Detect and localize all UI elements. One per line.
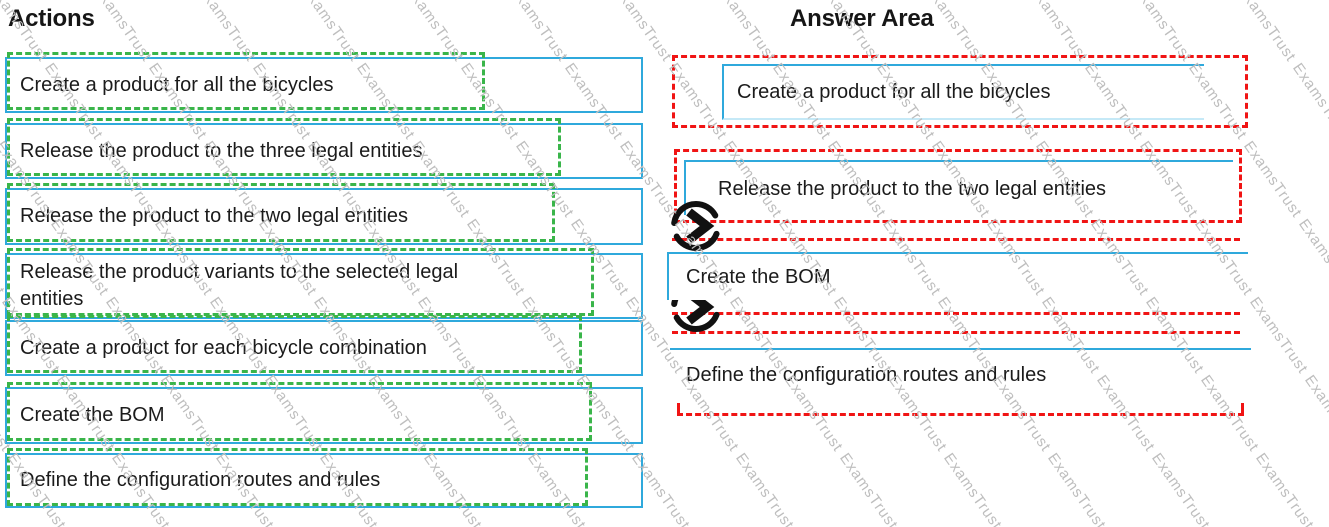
answer-area-title: Answer Area <box>790 5 934 32</box>
action-item[interactable]: Define the configuration routes and rule… <box>5 453 643 508</box>
red-highlight-box <box>674 149 1242 223</box>
watermark-text: ExamsTrust <box>1044 450 1110 527</box>
answer-slot-label: Create the BOM <box>686 266 831 288</box>
cyan-divider-line <box>670 348 1251 350</box>
green-highlight-box <box>7 315 582 373</box>
red-dashed-line <box>672 238 1240 241</box>
green-highlight-box <box>7 382 592 441</box>
green-highlight-box <box>7 248 594 316</box>
answer-slot[interactable]: Create a product for all the bicycles <box>722 64 1204 120</box>
watermark-text: ExamsTrust <box>506 0 572 66</box>
watermark-text: ExamsTrust <box>1301 372 1329 456</box>
answer-slot-label: Create a product for all the bicycles <box>737 81 1051 103</box>
action-item[interactable]: Create the BOM <box>5 387 643 444</box>
action-item-label: Create the BOM <box>20 404 165 426</box>
green-highlight-box <box>7 448 588 506</box>
action-item-label: Release the product to the two legal ent… <box>20 205 409 227</box>
circular-arrow-icon <box>665 197 727 257</box>
action-item-label: Create a product for all the bicycles <box>20 73 334 96</box>
green-highlight-box <box>7 52 485 110</box>
watermark-text: ExamsTrust <box>1289 60 1329 144</box>
circular-arrow-icon <box>665 300 727 338</box>
action-item-label: Release the product to the three legal e… <box>20 139 423 162</box>
watermark-text: ExamsTrust <box>1240 138 1306 222</box>
action-item-label: Create a product for each bicycle combin… <box>20 336 427 359</box>
answer-slot[interactable]: Define the configuration routes and rule… <box>670 353 1261 397</box>
answer-slot[interactable]: Release the product to the two legal ent… <box>684 160 1233 215</box>
action-item-label: Define the configuration routes and rule… <box>20 469 381 491</box>
action-item[interactable]: Release the product to the two legal ent… <box>5 188 643 245</box>
red-dashed-bottom <box>677 403 1244 416</box>
action-item[interactable]: Release the product to the three legal e… <box>5 123 643 179</box>
red-dashed-line <box>672 312 1240 315</box>
watermark-text: ExamsTrust <box>732 450 798 527</box>
watermark-text: ExamsTrust <box>1252 450 1318 527</box>
action-item[interactable]: Release the product variants to the sele… <box>5 253 643 319</box>
watermark-text: ExamsTrust <box>1295 216 1329 300</box>
action-item-label: Release the product variants to the sele… <box>20 261 459 310</box>
answer-slot-label: Release the product to the two legal ent… <box>718 177 1107 200</box>
red-highlight-box <box>672 55 1248 128</box>
watermark-text: ExamsTrust <box>0 60 3 144</box>
watermark-text: ExamsTrust <box>940 450 1006 527</box>
red-dashed-line <box>672 331 1240 334</box>
watermark-text: ExamsTrust <box>1148 450 1214 527</box>
action-item[interactable]: Create a product for each bicycle combin… <box>5 320 643 376</box>
green-highlight-box <box>7 118 561 176</box>
green-highlight-box <box>7 183 555 242</box>
actions-title: Actions <box>8 5 95 32</box>
watermark-text: ExamsTrust <box>610 0 676 66</box>
answer-slot-label: Define the configuration routes and rule… <box>686 363 1047 386</box>
watermark-text: ExamsTrust <box>836 450 902 527</box>
action-item[interactable]: Create a product for all the bicycles <box>5 57 643 113</box>
answer-slot[interactable]: Create the BOM <box>667 252 1248 300</box>
